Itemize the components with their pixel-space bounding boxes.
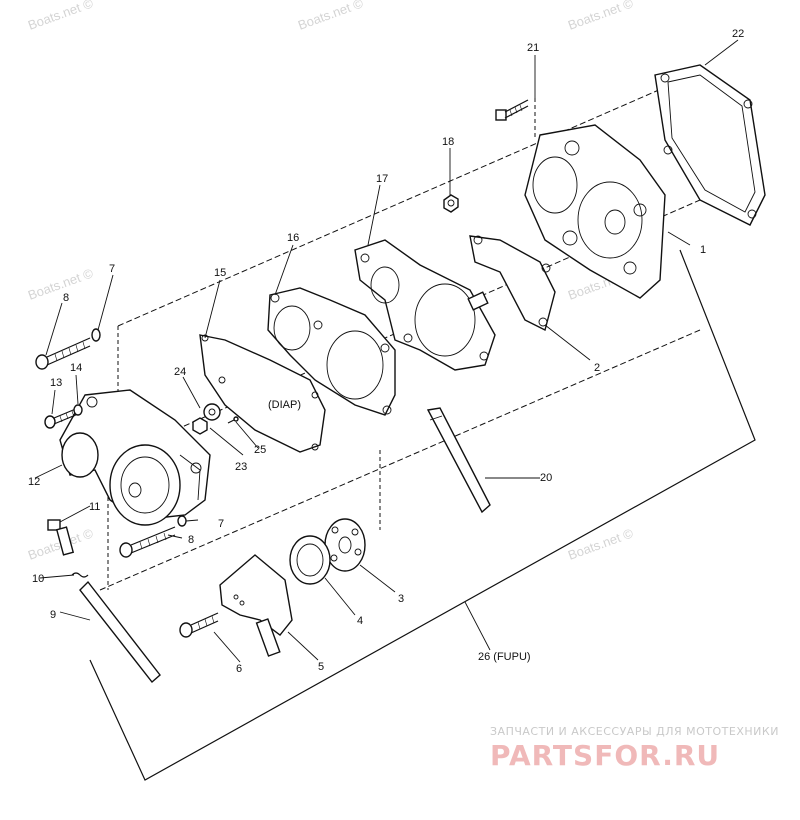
diaphragm-label: (DIAP) bbox=[268, 399, 301, 411]
part-label-14: 14 bbox=[70, 362, 82, 374]
nut-18 bbox=[443, 194, 459, 213]
fitting-11 bbox=[47, 519, 75, 556]
part-label-23: 23 bbox=[235, 461, 247, 473]
washer-7-lower bbox=[177, 515, 187, 527]
valve-body-17 bbox=[354, 239, 496, 371]
clamp-10 bbox=[71, 572, 89, 578]
part-label-8-lower: 8 bbox=[188, 534, 194, 546]
part-label-6: 6 bbox=[236, 663, 242, 675]
leader-lines bbox=[34, 39, 739, 663]
part-label-3: 3 bbox=[398, 593, 404, 605]
hose-9 bbox=[79, 580, 161, 684]
part-label-26: 26 (FUPU) bbox=[478, 651, 531, 663]
part-label-22: 22 bbox=[732, 28, 744, 40]
watermark: Boats.net © bbox=[296, 0, 366, 33]
screen-3 bbox=[324, 518, 366, 572]
part-label-25: 25 bbox=[254, 444, 266, 456]
watermark: Boats.net © bbox=[566, 0, 636, 33]
part-label-16: 16 bbox=[287, 232, 299, 244]
part-label-7-lower: 7 bbox=[218, 518, 224, 530]
watermark: Boats.net © bbox=[26, 265, 96, 303]
brand-watermark: ЗАПЧАСТИ И АКСЕССУАРЫ ДЛЯ МОТОТЕХНИКИ PA… bbox=[490, 725, 779, 772]
filter-bowl-5 bbox=[219, 554, 293, 657]
gasket-2 bbox=[469, 235, 556, 332]
part-label-10: 10 bbox=[32, 573, 44, 585]
part-label-1: 1 bbox=[700, 244, 706, 256]
screw-21 bbox=[495, 99, 529, 121]
part-label-9: 9 bbox=[50, 609, 56, 621]
part-label-5: 5 bbox=[318, 661, 324, 673]
part-label-17: 17 bbox=[376, 173, 388, 185]
assembly-bracket bbox=[89, 249, 756, 781]
gasket-16 bbox=[267, 287, 396, 416]
hose-20 bbox=[426, 407, 491, 514]
part-label-18: 18 bbox=[442, 136, 454, 148]
pump-body-12 bbox=[59, 389, 211, 526]
part-label-7-upper: 7 bbox=[109, 263, 115, 275]
diaphragm-15: (DIAP) bbox=[199, 334, 326, 453]
screw-8-upper bbox=[35, 337, 91, 370]
part-label-20: 20 bbox=[540, 472, 552, 484]
pump-cover-1 bbox=[524, 124, 666, 299]
gasket-4 bbox=[289, 535, 331, 585]
part-label-2: 2 bbox=[594, 362, 600, 374]
cover-gasket-22 bbox=[654, 64, 766, 226]
part-label-11: 11 bbox=[89, 501, 100, 513]
brand-tagline: ЗАПЧАСТИ И АКСЕССУАРЫ ДЛЯ МОТОТЕХНИКИ bbox=[490, 725, 779, 738]
part-label-21: 21 bbox=[527, 42, 539, 54]
part-label-4: 4 bbox=[357, 615, 363, 627]
part-label-24: 24 bbox=[174, 366, 186, 378]
part-labels: 1 2 3 4 5 6 7 7 8 8 9 10 11 12 13 14 15 … bbox=[28, 28, 744, 675]
brand-logo: PARTSFOR.RU bbox=[490, 739, 720, 772]
part-label-8-upper: 8 bbox=[63, 292, 69, 304]
part-label-13: 13 bbox=[50, 377, 62, 389]
valve-parts-23-25 bbox=[192, 403, 239, 435]
screw-8-lower bbox=[119, 526, 176, 558]
part-label-12: 12 bbox=[28, 476, 40, 488]
washer-7-upper bbox=[91, 328, 101, 342]
screw-6 bbox=[179, 612, 219, 638]
part-label-15: 15 bbox=[214, 267, 226, 279]
watermark: Boats.net © bbox=[566, 525, 636, 563]
washer-14 bbox=[73, 404, 83, 416]
watermark: Boats.net © bbox=[26, 0, 96, 33]
